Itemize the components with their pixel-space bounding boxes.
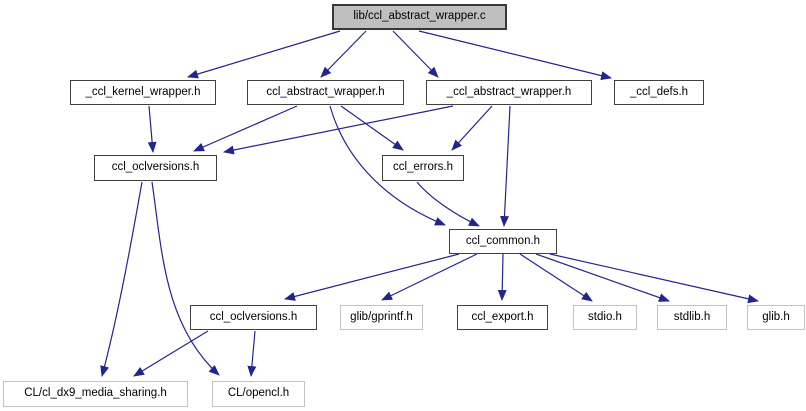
- edge-ccl-errors-h-to-ccl-common-h: [416, 181, 480, 227]
- edge-lib-ccl-abstract-wrapper-c-to-ccl-abstract-wrapper-h: [320, 30, 367, 78]
- edge-ccl-oclversions-h-upper-to-cl-opencl-h: [151, 181, 220, 376]
- edge-ccl-common-h-to-stdlib-h: [535, 253, 670, 302]
- edge-ccl-abstract-wrapper-priv-h-to-ccl-errors-h: [451, 105, 493, 151]
- node-ccl-errors-h[interactable]: ccl_errors.h: [382, 155, 464, 181]
- node-ccl-oclversions-h-upper[interactable]: ccl_oclversions.h: [94, 155, 217, 181]
- edge-ccl-common-h-to-ccl-oclversions-h-lower: [284, 253, 460, 301]
- edge-ccl-common-h-to-glib-h: [549, 253, 759, 304]
- node-cl-dx9-media-sharing-h: CL/cl_dx9_media_sharing.h: [3, 381, 188, 407]
- edge-ccl-abstract-wrapper-h-to-ccl-common-h: [329, 105, 446, 226]
- edge-ccl-kernel-wrapper-h-to-ccl-oclversions-h-upper: [147, 105, 157, 153]
- node-ccl-defs-h[interactable]: _ccl_defs.h: [614, 80, 704, 105]
- node-cl-opencl-h: CL/opencl.h: [212, 381, 305, 407]
- edge-lib-ccl-abstract-wrapper-c-to-ccl-defs-h: [418, 30, 612, 80]
- edge-ccl-abstract-wrapper-h-to-ccl-errors-h: [340, 105, 404, 151]
- node-ccl-abstract-wrapper-h[interactable]: ccl_abstract_wrapper.h: [247, 80, 404, 105]
- edge-ccl-common-h-to-stdio-h: [519, 253, 593, 302]
- node-ccl-export-h[interactable]: ccl_export.h: [457, 305, 548, 330]
- node-stdio-h: stdio.h: [573, 305, 637, 330]
- node-lib-ccl-abstract-wrapper-c: lib/ccl_abstract_wrapper.c: [332, 4, 507, 30]
- node-glib-gprintf-h: glib/gprintf.h: [340, 305, 423, 330]
- edge-ccl-oclversions-h-lower-to-cl-opencl-h: [247, 330, 257, 377]
- node-ccl-common-h[interactable]: ccl_common.h: [449, 229, 557, 254]
- node-ccl-kernel-wrapper-h[interactable]: _ccl_kernel_wrapper.h: [70, 80, 216, 105]
- edge-lib-ccl-abstract-wrapper-c-to-ccl-kernel-wrapper-h: [187, 30, 341, 79]
- node-stdlib-h: stdlib.h: [657, 305, 727, 330]
- edge-ccl-oclversions-h-lower-to-cl-dx9-media-sharing-h: [133, 330, 209, 377]
- node-ccl-abstract-wrapper-priv-h[interactable]: _ccl_abstract_wrapper.h: [426, 80, 592, 105]
- edge-ccl-common-h-to-glib-gprintf-h: [381, 253, 478, 301]
- node-glib-h: glib.h: [747, 305, 805, 330]
- edge-lib-ccl-abstract-wrapper-c-to-ccl-abstract-wrapper-priv-h: [392, 30, 439, 78]
- node-ccl-oclversions-h-lower[interactable]: ccl_oclversions.h: [190, 305, 317, 330]
- edge-ccl-oclversions-h-upper-to-cl-dx9-media-sharing-h: [100, 181, 143, 377]
- edge-ccl-abstract-wrapper-h-to-ccl-oclversions-h-upper: [193, 105, 298, 152]
- edge-ccl-common-h-to-ccl-export-h: [497, 253, 507, 301]
- edge-ccl-abstract-wrapper-priv-h-to-ccl-common-h: [500, 105, 511, 227]
